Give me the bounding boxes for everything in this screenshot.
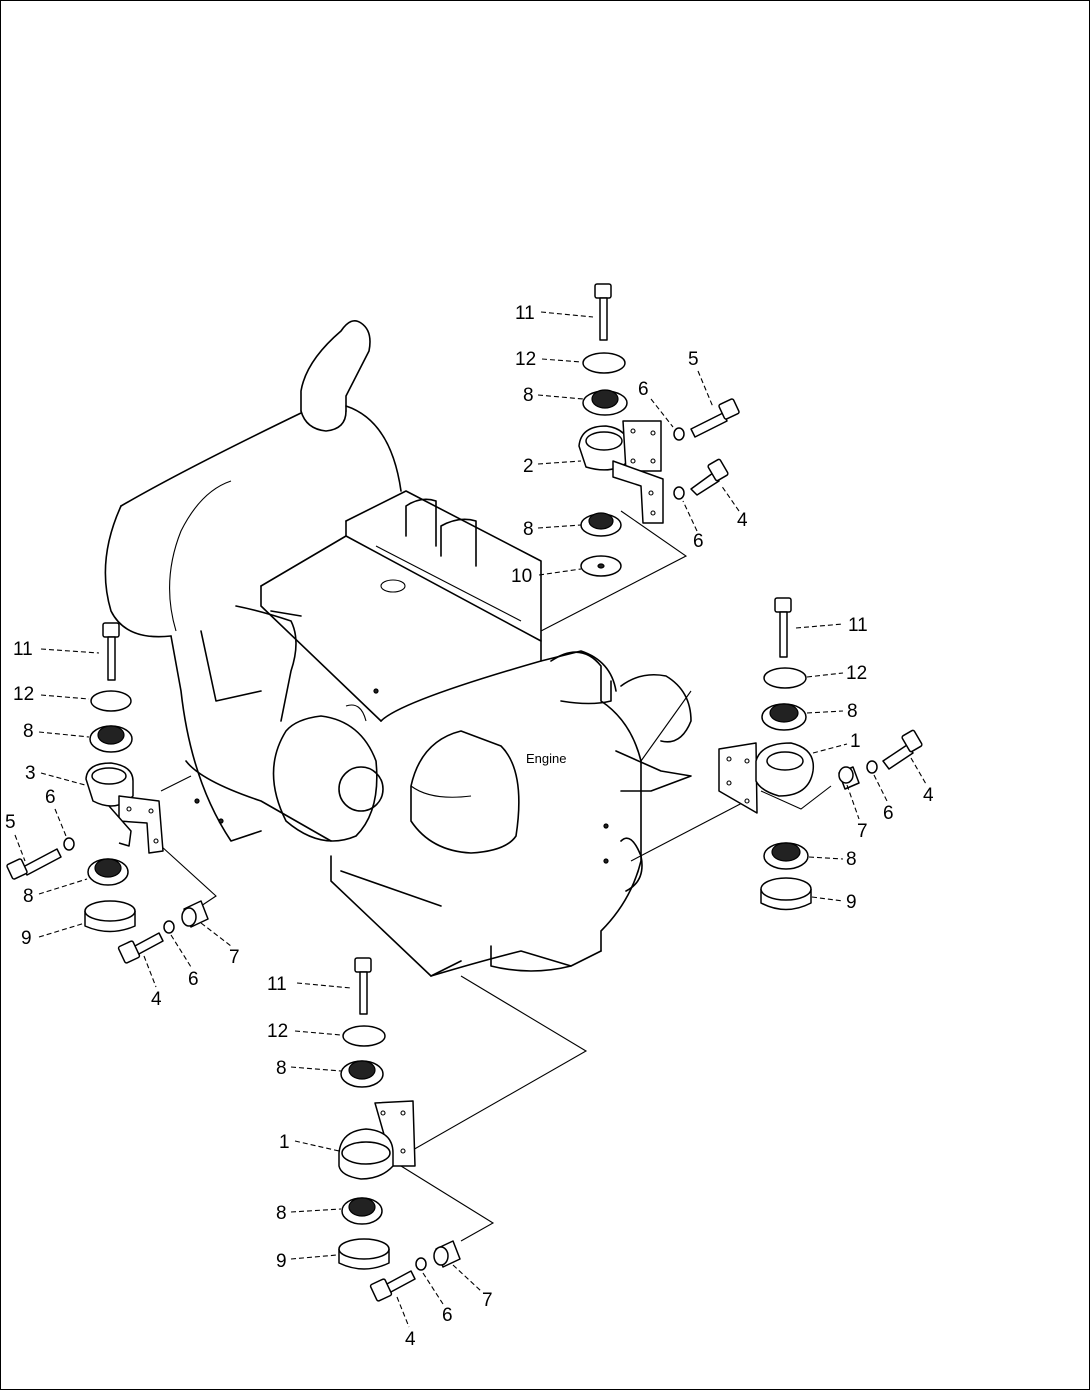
label-9: 9 bbox=[21, 928, 32, 949]
washer-12-icon bbox=[582, 352, 626, 374]
cushion-8b-icon bbox=[763, 842, 809, 870]
label-8: 8 bbox=[276, 1058, 287, 1079]
label-9: 9 bbox=[846, 892, 857, 913]
label-6: 6 bbox=[188, 969, 199, 990]
assembly-lines bbox=[160, 510, 747, 1242]
label-5: 5 bbox=[688, 349, 699, 370]
cup-9-icon bbox=[338, 1238, 390, 1270]
bolt-11-icon bbox=[102, 622, 120, 681]
cushion-8b-icon bbox=[341, 1197, 383, 1225]
collar-7-icon bbox=[181, 900, 209, 928]
label-8: 8 bbox=[846, 849, 857, 870]
label-11: 11 bbox=[13, 639, 33, 660]
washer-6-icon bbox=[415, 1257, 427, 1271]
cup-9-icon bbox=[84, 900, 136, 933]
bolt-5-icon bbox=[690, 398, 740, 438]
label-4: 4 bbox=[151, 989, 162, 1010]
label-7: 7 bbox=[229, 947, 240, 968]
label-7: 7 bbox=[857, 821, 868, 842]
cushion-8-icon bbox=[582, 389, 628, 416]
label-2: 2 bbox=[523, 456, 534, 477]
label-6: 6 bbox=[693, 531, 704, 552]
label-9: 9 bbox=[276, 1251, 287, 1272]
washer-6b-icon bbox=[673, 486, 685, 500]
label-4: 4 bbox=[405, 1329, 416, 1350]
label-10: 10 bbox=[511, 566, 532, 587]
washer-12-icon bbox=[90, 690, 132, 712]
label-4: 4 bbox=[737, 510, 748, 531]
label-11: 11 bbox=[848, 615, 868, 636]
bracket-1-icon bbox=[338, 1100, 416, 1180]
mount-rear-right: 11 12 8 2 8 10 6 5 4 6 bbox=[511, 283, 748, 587]
collar-7-icon bbox=[838, 766, 860, 790]
washer-6-icon bbox=[866, 760, 878, 774]
washer-6a-icon bbox=[673, 427, 685, 441]
label-1: 1 bbox=[279, 1132, 290, 1153]
washer-6a-icon bbox=[63, 837, 75, 851]
bolt-11-icon bbox=[594, 283, 612, 341]
label-8: 8 bbox=[523, 519, 534, 540]
label-5: 5 bbox=[5, 812, 16, 833]
cup-9-icon bbox=[760, 877, 812, 911]
bolt-5-icon bbox=[6, 848, 62, 880]
label-6: 6 bbox=[45, 787, 56, 808]
label-8: 8 bbox=[276, 1203, 287, 1224]
label-11: 11 bbox=[515, 303, 535, 324]
cushion-8b-icon bbox=[580, 512, 622, 537]
label-12: 12 bbox=[267, 1021, 288, 1042]
label-12: 12 bbox=[515, 349, 536, 370]
label-8: 8 bbox=[23, 886, 34, 907]
label-8: 8 bbox=[23, 721, 34, 742]
washer-10-icon bbox=[580, 555, 622, 577]
label-6: 6 bbox=[638, 379, 649, 400]
bracket-1-icon bbox=[718, 742, 832, 814]
bracket-2-icon bbox=[578, 420, 664, 524]
label-6: 6 bbox=[442, 1305, 453, 1326]
cushion-8-icon bbox=[761, 703, 807, 731]
label-8: 8 bbox=[847, 701, 858, 722]
mount-front: 11 12 8 1 8 9 7 6 4 bbox=[267, 957, 493, 1350]
label-7: 7 bbox=[482, 1290, 493, 1311]
washer-12-icon bbox=[342, 1025, 386, 1047]
cushion-8-icon bbox=[89, 725, 133, 753]
bracket-3-icon bbox=[85, 762, 164, 854]
cushion-8-icon bbox=[340, 1060, 384, 1088]
engine-text: Engine bbox=[526, 751, 566, 766]
bolt-4-icon bbox=[117, 932, 164, 964]
label-12: 12 bbox=[13, 684, 34, 705]
label-12: 12 bbox=[846, 663, 867, 684]
label-1: 1 bbox=[850, 731, 861, 752]
bolt-4-icon bbox=[369, 1270, 416, 1302]
label-6: 6 bbox=[883, 803, 894, 824]
washer-12-icon bbox=[763, 667, 807, 689]
mount-left: 11 12 8 3 6 5 8 9 7 6 4 bbox=[5, 622, 240, 1010]
engine-illustration: Engine bbox=[104, 320, 692, 977]
cushion-8b-icon bbox=[87, 858, 129, 886]
washer-6b-icon bbox=[163, 920, 175, 934]
mount-right: 11 12 8 1 4 6 7 8 9 bbox=[718, 597, 934, 913]
bolt-11-icon bbox=[354, 957, 372, 1015]
collar-7-icon bbox=[433, 1240, 461, 1268]
label-4: 4 bbox=[923, 785, 934, 806]
label-3: 3 bbox=[25, 763, 36, 784]
bolt-4-icon bbox=[882, 729, 923, 770]
label-11: 11 bbox=[267, 974, 287, 995]
bolt-4a-icon bbox=[690, 458, 729, 496]
bolt-11-icon bbox=[774, 597, 792, 658]
label-8: 8 bbox=[523, 385, 534, 406]
